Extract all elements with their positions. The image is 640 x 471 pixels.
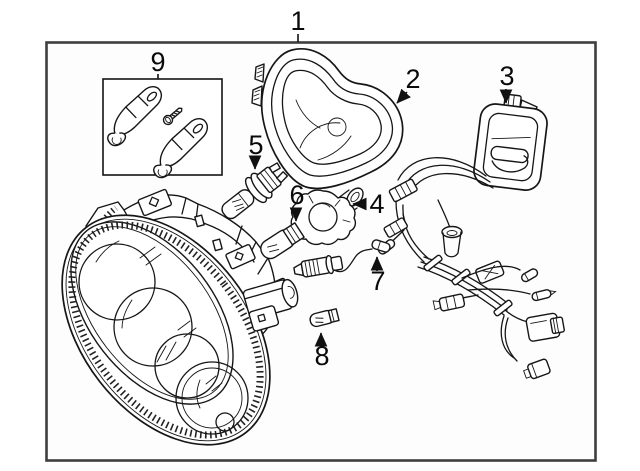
lens-circle-4 <box>175 361 249 435</box>
lamp-opening <box>70 221 234 405</box>
harness-connector-b <box>383 217 408 238</box>
callout-7-label: 7 <box>370 266 385 296</box>
callout-9-label: 9 <box>150 47 165 77</box>
mount-tab-top <box>137 188 173 217</box>
park-bulb-drawing <box>260 222 305 260</box>
lens-circle-1 <box>78 243 156 321</box>
bezel-ring-drawing <box>251 48 404 190</box>
bracket-screw <box>162 107 183 126</box>
callouts: 1 2 3 4 5 6 7 8 9 <box>150 6 514 371</box>
halogen-bulb-drawing <box>221 162 289 220</box>
bracket-left <box>107 86 163 147</box>
mount-tab-mid <box>225 244 256 270</box>
callout-4-label: 4 <box>369 189 384 219</box>
lens-circle-small <box>215 412 235 432</box>
wired-socket-drawing <box>293 239 391 278</box>
serrated-rim <box>68 221 264 439</box>
side-marker-bulb-drawing <box>309 308 340 328</box>
mount-bracket-kit-drawing <box>107 86 209 179</box>
headlamp-assembly-drawing <box>61 188 299 446</box>
harness-connector-f <box>531 289 557 302</box>
callout-1-label: 1 <box>290 6 305 36</box>
callout-2-label: 2 <box>405 64 420 94</box>
harness-connector-main <box>525 312 565 342</box>
callout-5-label: 5 <box>248 130 263 160</box>
lamp-rear-connector <box>242 278 299 332</box>
callout-3-label: 3 <box>499 61 514 91</box>
harness-connector-e <box>520 268 539 283</box>
lens-circle-2 <box>113 287 193 367</box>
harness-connector-a <box>388 178 418 203</box>
harness-connector-h <box>523 358 551 380</box>
screw-post <box>212 238 223 252</box>
cover-drawing <box>473 93 548 191</box>
callout-6-label: 6 <box>289 180 304 210</box>
harness-connector-g <box>432 293 466 312</box>
lens-circle-3 <box>154 333 220 399</box>
callout-8-label: 8 <box>314 341 329 371</box>
wire-end-connector <box>371 239 391 253</box>
bracket-right <box>153 118 209 179</box>
callout-2-leader <box>396 88 411 104</box>
harness-round-socket <box>441 225 463 258</box>
wiring-harness-drawing <box>377 157 565 380</box>
screw-post <box>194 214 205 228</box>
